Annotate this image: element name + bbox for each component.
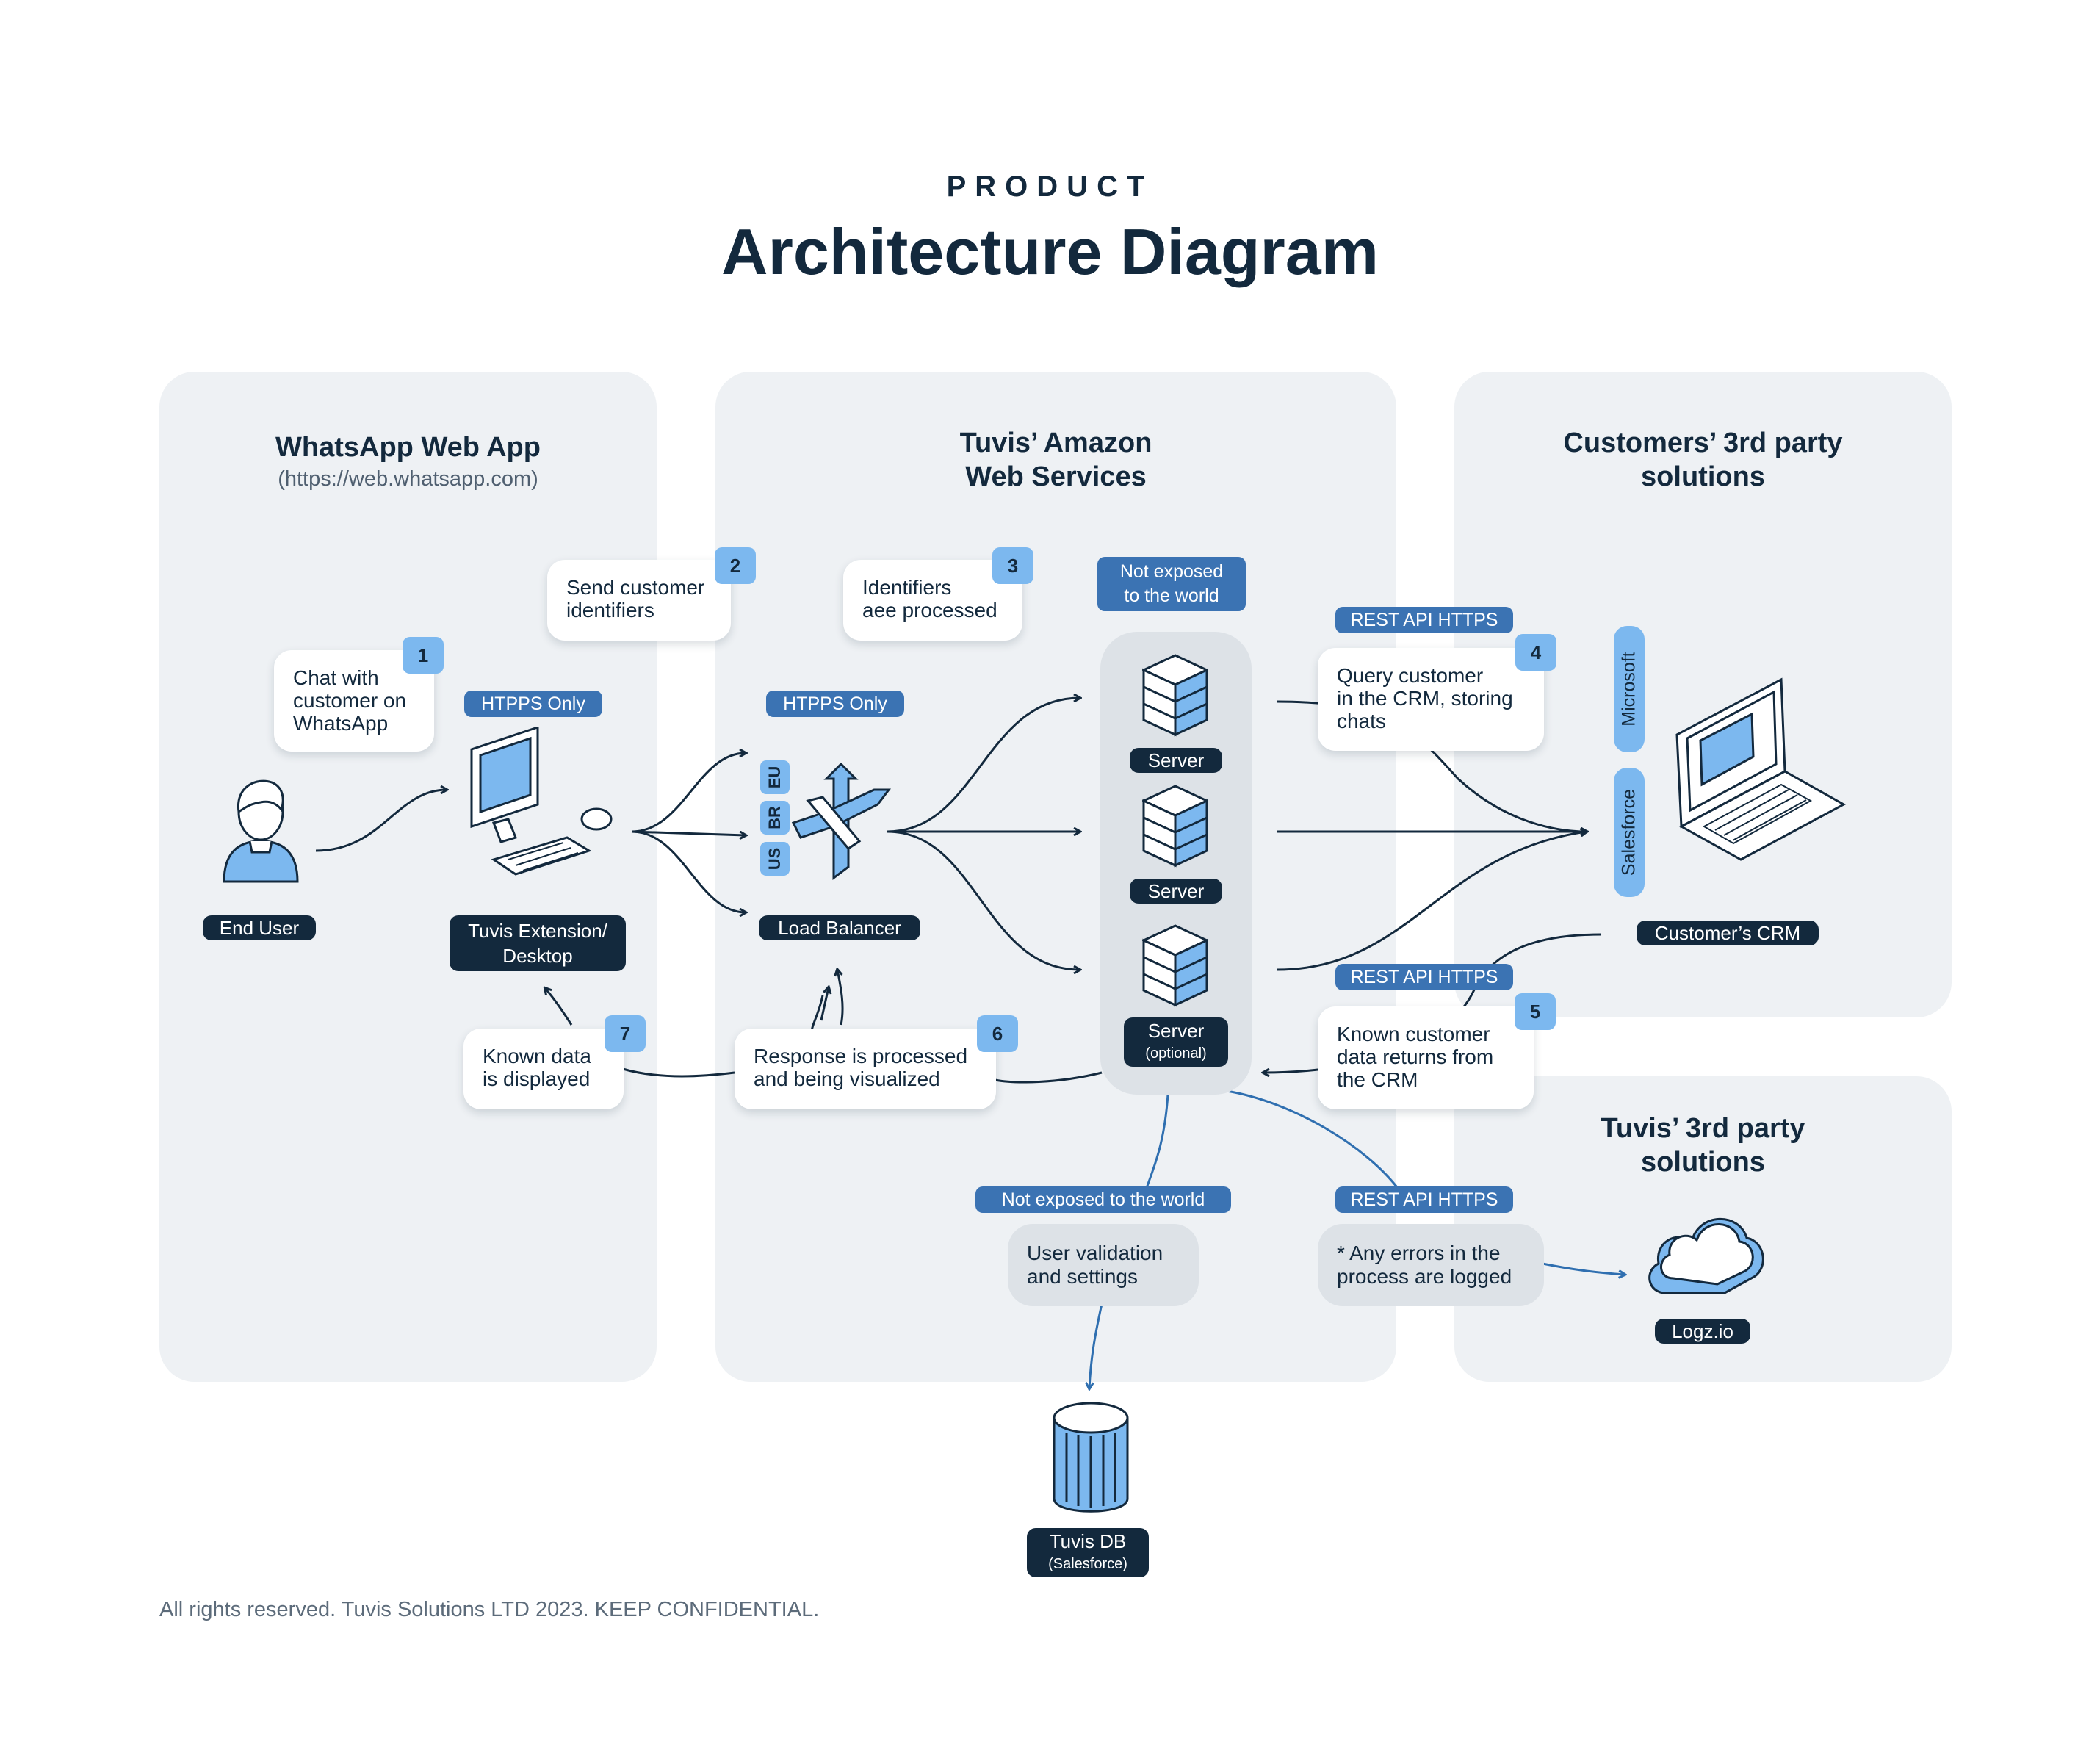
- region-eu: EU: [760, 760, 790, 794]
- database-icon: [1053, 1402, 1129, 1513]
- step-card-2: Send customer identifiers: [547, 560, 731, 641]
- customers-title-line1: Customers’ 3rd party: [1563, 428, 1843, 458]
- logz-label: Logz.io: [1655, 1319, 1750, 1344]
- tuvis3rd-title-line1: Tuvis’ 3rd party: [1601, 1113, 1805, 1144]
- desktop-computer-icon: [470, 727, 613, 876]
- not-exposed-db-tag: Not exposed to the world: [975, 1186, 1231, 1213]
- step-number-1: 1: [403, 637, 444, 674]
- aws-title-line1: Tuvis’ Amazon: [959, 428, 1152, 458]
- cloud-icon: [1648, 1217, 1764, 1294]
- step-number-6: 6: [977, 1015, 1018, 1052]
- server-label-1: Server: [1130, 748, 1222, 773]
- vendor-salesforce-pill: Salesforce: [1614, 768, 1645, 897]
- rest-api-tag-1: REST API HTTPS: [1335, 607, 1513, 633]
- step-card-7: Known data is displayed: [463, 1029, 624, 1109]
- extension-desktop-label: Tuvis Extension/ Desktop: [450, 915, 626, 971]
- server-3-name: Server: [1147, 1020, 1205, 1042]
- user-validation-card: User validation and settings: [1008, 1224, 1199, 1306]
- server-icon-1: [1142, 654, 1208, 737]
- step-number-7: 7: [605, 1015, 646, 1052]
- customers-panel-title: Customers’ 3rd party solutions: [1454, 426, 1952, 494]
- region-us: US: [760, 842, 790, 876]
- footer-text: All rights reserved. Tuvis Solutions LTD…: [159, 1598, 820, 1621]
- whatsapp-panel-title: WhatsApp Web App: [275, 432, 541, 463]
- db-label-line1: Tuvis DB: [1049, 1530, 1127, 1552]
- end-user-label: End User: [203, 915, 316, 940]
- not-exposed-line1: Not exposed: [1119, 561, 1224, 582]
- rest-api-tag-3: REST API HTTPS: [1335, 1186, 1513, 1213]
- tuvis3rd-title-line2: solutions: [1641, 1147, 1765, 1178]
- db-label-line2: (Salesforce): [1048, 1556, 1127, 1572]
- laptop-icon: [1675, 677, 1847, 861]
- panel-aws: [715, 372, 1396, 1382]
- aws-title-line2: Web Services: [965, 461, 1147, 492]
- step-number-3: 3: [992, 547, 1033, 584]
- extension-label-line2: Desktop: [502, 945, 573, 967]
- step-card-4: Query customer in the CRM, storing chats: [1318, 648, 1544, 751]
- vendor-microsoft-pill: Microsoft: [1614, 626, 1645, 752]
- htpps-only-tag-1: HTPPS Only: [464, 691, 602, 717]
- server-label-3: Server (optional): [1124, 1017, 1228, 1067]
- step-number-2: 2: [715, 547, 756, 584]
- region-br: BR: [760, 801, 790, 835]
- server-icon-3: [1142, 924, 1208, 1007]
- server-icon-2: [1142, 785, 1208, 868]
- load-balancer-icon: [791, 762, 891, 880]
- user-icon: [223, 779, 299, 883]
- whatsapp-panel-subtitle: (https://web.whatsapp.com): [278, 467, 538, 491]
- tuvis-db-label: Tuvis DB (Salesforce): [1027, 1528, 1149, 1577]
- step-number-5: 5: [1515, 993, 1556, 1030]
- not-exposed-tag: Not exposed to the world: [1097, 557, 1246, 611]
- htpps-only-tag-2: HTPPS Only: [766, 691, 904, 717]
- load-balancer-label: Load Balancer: [759, 915, 920, 940]
- rest-api-tag-2: REST API HTTPS: [1335, 964, 1513, 990]
- step-card-6: Response is processed and being visualiz…: [735, 1029, 996, 1109]
- customers-crm-label: Customer’s CRM: [1637, 921, 1819, 945]
- errors-logged-card: * Any errors in the process are logged: [1318, 1224, 1544, 1306]
- extension-label-line1: Tuvis Extension/: [468, 920, 607, 942]
- tuvis3rd-panel-title: Tuvis’ 3rd party solutions: [1454, 1112, 1952, 1179]
- step-number-4: 4: [1515, 634, 1556, 671]
- step-card-5: Known customer data returns from the CRM: [1318, 1006, 1534, 1109]
- page-title: Architecture Diagram: [721, 215, 1379, 288]
- customers-title-line2: solutions: [1641, 461, 1765, 492]
- aws-panel-title: Tuvis’ Amazon Web Services: [715, 426, 1396, 494]
- server-3-note: (optional): [1145, 1045, 1207, 1062]
- eyebrow-label: PRODUCT: [946, 170, 1154, 203]
- not-exposed-line2: to the world: [1124, 586, 1219, 606]
- server-label-2: Server: [1130, 879, 1222, 904]
